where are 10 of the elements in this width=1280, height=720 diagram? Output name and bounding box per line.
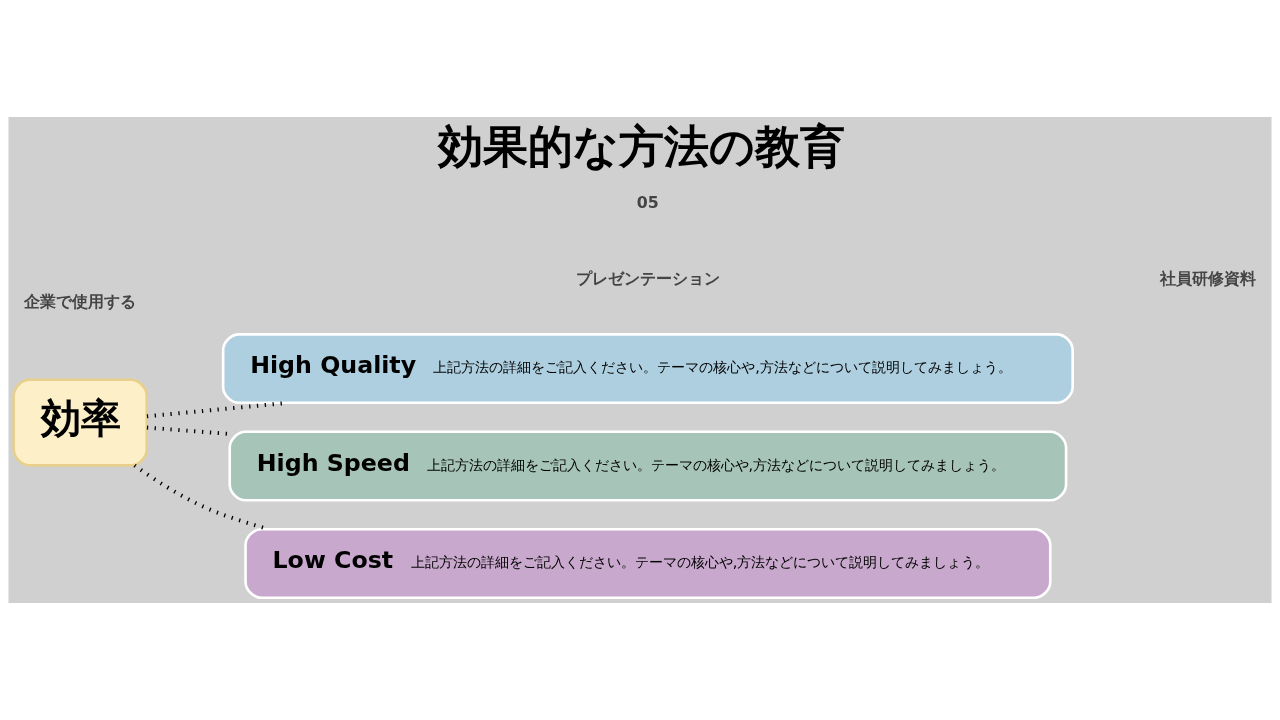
label: 企業で使用する xyxy=(24,291,137,311)
label: 05 xyxy=(636,193,659,213)
connector xyxy=(146,425,230,436)
label: 社員研修資料 xyxy=(1159,269,1256,289)
node-box: Low Cost 上記方法の詳細をご記入ください。テーマの核心や,方法などについて説明してみましょう。 xyxy=(244,527,1052,600)
node-box: 効率 xyxy=(12,378,149,467)
label: プレゼンテーション xyxy=(576,269,721,289)
node-box: High Quality 上記方法の詳細をご記入ください。テーマの核心や,方法などについて説明してみましょう。 xyxy=(221,333,1074,405)
diagram-title: 効果的な方法の教育 xyxy=(438,120,846,174)
node-box: High Speed 上記方法の詳細をご記入ください。テーマの核心や,方法などについて説明してみましょう。 xyxy=(228,430,1068,502)
